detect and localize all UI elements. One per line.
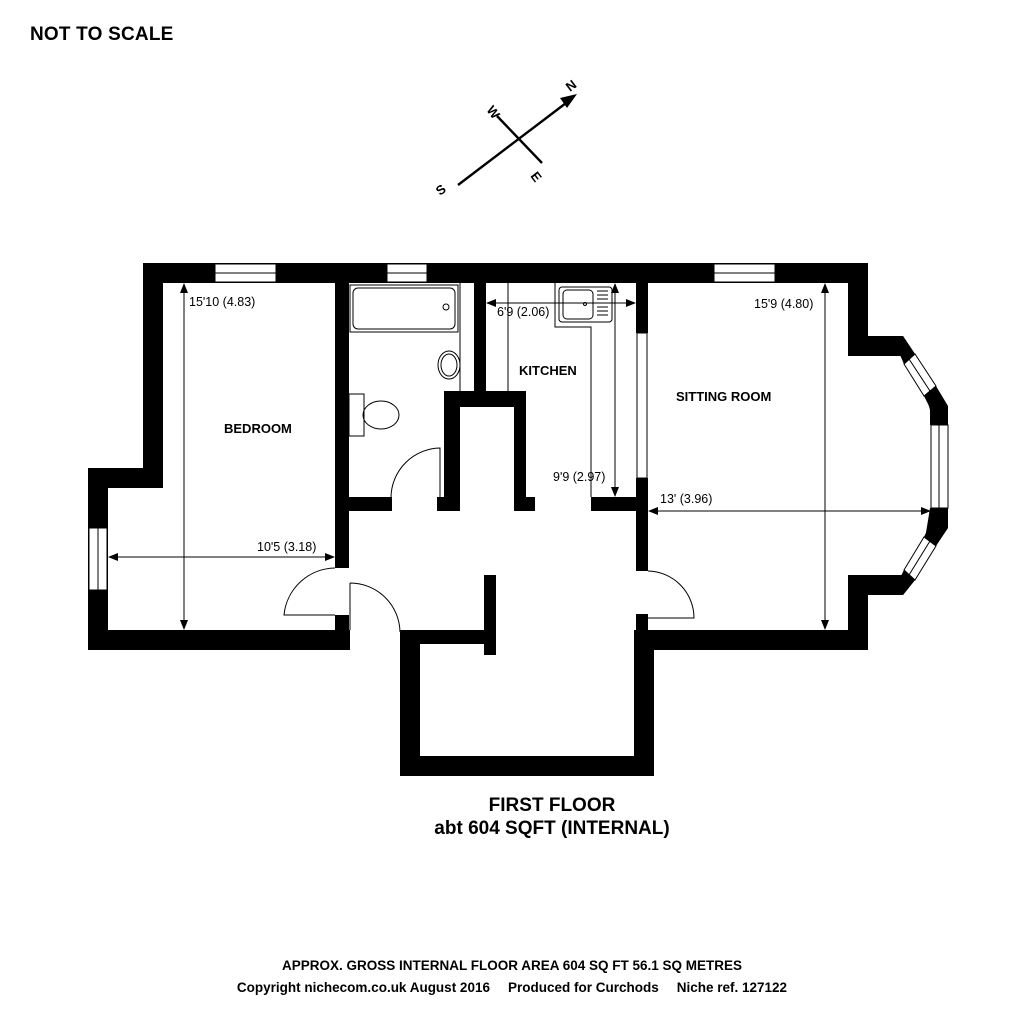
kitchen-length: 9'9 (2.97) — [553, 470, 605, 484]
bedroom-width: 10'5 (3.18) — [257, 540, 316, 554]
kitchen-width: 6'9 (2.06) — [497, 305, 549, 319]
floor-title-block: FIRST FLOOR abt 604 SQFT (INTERNAL) — [0, 794, 1024, 840]
bath-icon — [349, 284, 459, 333]
not-to-scale-note: NOT TO SCALE — [30, 24, 174, 45]
compass-s: S — [433, 181, 449, 198]
basin-icon — [437, 350, 461, 380]
copyright-text: Copyright nichecom.co.uk August 2016 — [236, 980, 490, 995]
footer-area-line: APPROX. GROSS INTERNAL FLOOR AREA 604 SQ… — [281, 958, 743, 973]
dimension-lines — [108, 283, 931, 630]
compass-we-line — [496, 115, 543, 164]
door-bedroom — [283, 567, 336, 616]
compass-rose: N S E W — [433, 77, 580, 199]
footer-credits: Copyright nichecom.co.uk August 2016 Prod… — [0, 980, 1024, 995]
north-arrow-icon — [560, 94, 577, 108]
door-bathroom — [390, 447, 441, 498]
fixtures — [283, 283, 695, 633]
bath-tub — [352, 287, 456, 330]
floor-name: FIRST FLOOR — [488, 795, 616, 816]
compass-ns-line — [457, 99, 571, 186]
toilet-icon — [362, 400, 400, 430]
sitting-width: 13' (3.96) — [660, 492, 712, 506]
walls — [88, 263, 948, 776]
produced-for-text: Produced for Curchods — [507, 980, 659, 995]
room-label-sitting-room: SITTING ROOM — [676, 389, 771, 404]
room-label-kitchen: KITCHEN — [519, 363, 577, 378]
bay-wall-joins — [892, 336, 948, 595]
door-sitting-room — [647, 570, 695, 619]
toilet-cistern — [348, 393, 365, 437]
sink-icon — [558, 286, 613, 323]
compass-e: E — [528, 169, 545, 185]
door-entrance — [349, 582, 401, 633]
reference-text: Niche ref. 127122 — [676, 980, 788, 995]
sitting-length: 15'9 (4.80) — [754, 297, 813, 311]
window-bay-lower — [903, 536, 937, 581]
floor-area: abt 604 SQFT (INTERNAL) — [434, 818, 670, 839]
windows — [88, 263, 949, 591]
bedroom-length: 15'10 (4.83) — [189, 295, 255, 309]
room-label-bedroom: BEDROOM — [224, 421, 292, 436]
window-kitchen-sitting — [636, 332, 648, 479]
compass-n: N — [563, 77, 580, 95]
